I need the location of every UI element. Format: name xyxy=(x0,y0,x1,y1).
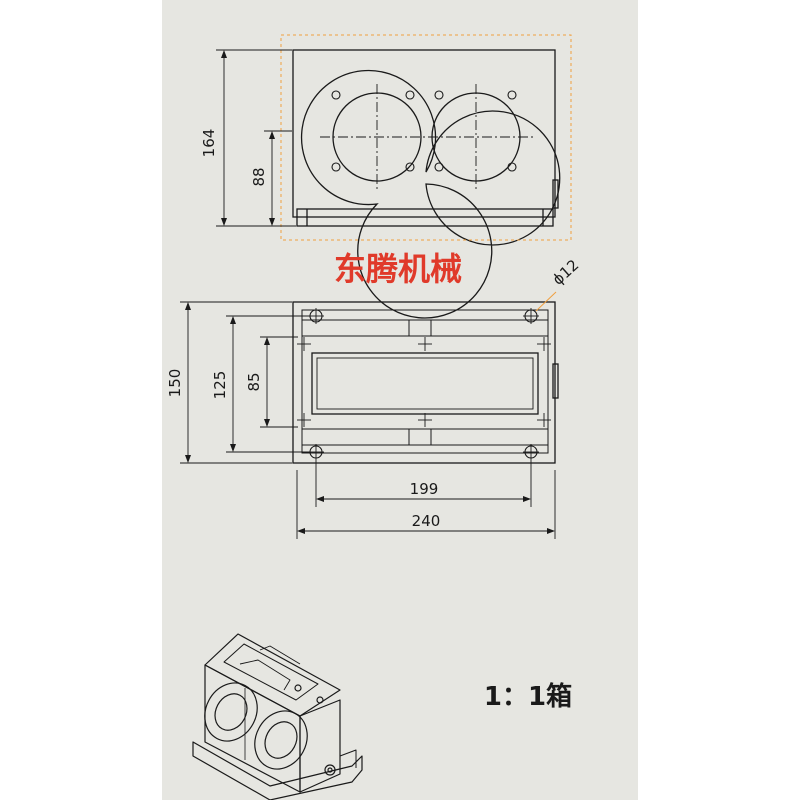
dim-depth-overall: 150 xyxy=(166,369,184,398)
top-view-outline xyxy=(292,301,556,464)
dim-height-overall: 164 xyxy=(200,129,218,158)
isometric-view xyxy=(192,633,363,801)
iso-base xyxy=(192,741,363,801)
iso-top-frame xyxy=(204,633,341,717)
dimension-arrows xyxy=(185,50,555,534)
dim-height-center: 88 xyxy=(250,167,268,186)
front-base xyxy=(296,208,554,227)
front-dimension-labels: 164 88 xyxy=(200,129,268,187)
scale-label: 1：1箱 xyxy=(484,681,572,712)
front-view-outline xyxy=(292,49,556,218)
bolt-crosshairs xyxy=(297,308,551,460)
dim-depth-bolts: 125 xyxy=(211,371,229,400)
dim-width-bolts: 199 xyxy=(410,480,439,498)
top-vertical-dimensions xyxy=(180,301,310,464)
base-plate-inner xyxy=(301,309,549,454)
iso-bore-left xyxy=(204,682,258,742)
hole-leader xyxy=(535,291,557,312)
dim-width-overall: 240 xyxy=(412,512,441,530)
front-dimensions xyxy=(216,49,296,227)
flange-outline xyxy=(300,69,561,319)
dim-depth-window: 85 xyxy=(245,372,263,391)
top-horizontal-dimensions xyxy=(296,460,556,539)
highlight-frame xyxy=(280,34,572,241)
watermark-text: 东腾机械 xyxy=(334,250,462,288)
front-view xyxy=(216,34,572,319)
iso-side-face xyxy=(299,699,341,793)
paper-sheet xyxy=(162,0,638,800)
iso-bore-right xyxy=(254,710,308,770)
top-view xyxy=(180,50,559,539)
side-port-top xyxy=(552,363,559,399)
side-port xyxy=(552,179,559,209)
bolt-holes-front xyxy=(331,90,517,172)
